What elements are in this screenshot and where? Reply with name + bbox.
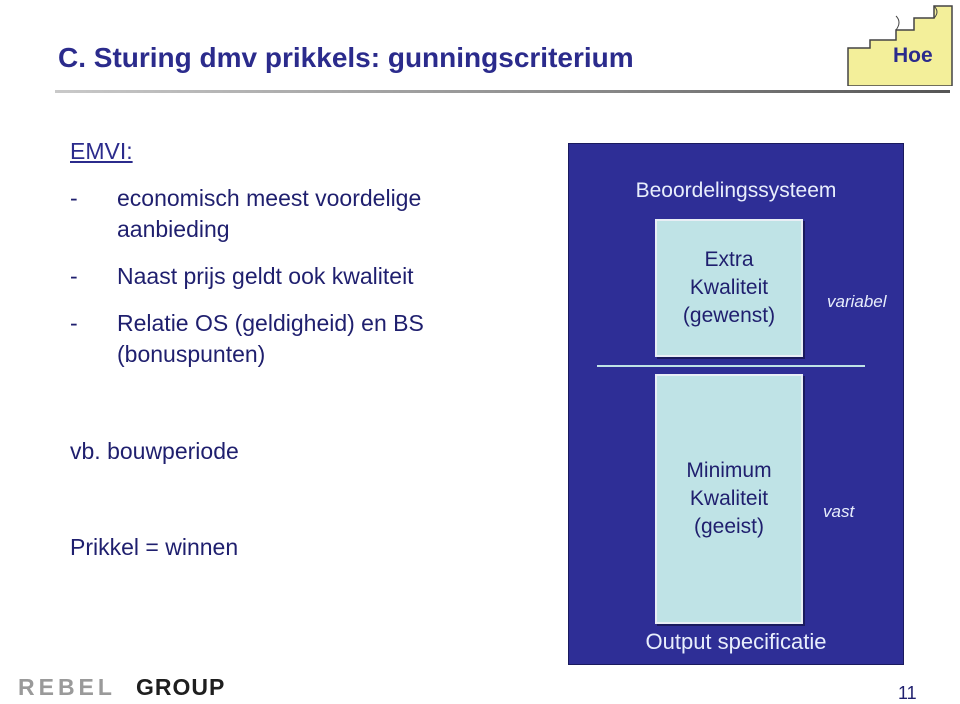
minimum-quality-box: Minimum Kwaliteit (geeist) — [655, 374, 803, 624]
bullet-item: - Naast prijs geldt ook kwaliteit — [70, 261, 510, 292]
example-text: vb. bouwperiode — [70, 438, 239, 464]
emvi-heading: EMVI: — [70, 138, 133, 164]
slide-title: C. Sturing dmv prikkels: gunningscriteri… — [58, 42, 634, 73]
svg-text:REBEL: REBEL — [18, 675, 116, 700]
bullet-item: - Relatie OS (geldigheid) en BS (bonuspu… — [70, 308, 510, 370]
quality-separator — [597, 365, 865, 367]
prikkel-text: Prikkel = winnen — [70, 534, 239, 560]
bullet-item: - economisch meest voordelige aanbieding — [70, 183, 510, 245]
puzzle-tag-icon — [847, 5, 953, 86]
page-number: 11 — [898, 683, 917, 703]
assessment-panel: Beoordelingssysteem Extra Kwaliteit (gew… — [568, 143, 904, 665]
fixed-label: vast — [823, 502, 855, 521]
bullet-text: Relatie OS (geldigheid) en BS (bonuspunt… — [117, 310, 424, 367]
bullet-text: economisch meest voordelige aanbieding — [117, 185, 422, 242]
variable-label: variabel — [827, 292, 887, 311]
extra-quality-box: Extra Kwaliteit (gewenst) — [655, 219, 803, 357]
rebelgroup-logo: REBEL GROUP — [18, 675, 225, 700]
bullet-list: - economisch meest voordelige aanbieding… — [70, 183, 510, 386]
section-tag-label: Hoe — [893, 44, 933, 67]
bullet-text: Naast prijs geldt ook kwaliteit — [117, 263, 414, 289]
svg-text:GROUP: GROUP — [136, 675, 225, 700]
title-divider — [55, 90, 950, 93]
panel-title: Beoordelingssysteem — [635, 179, 837, 202]
panel-footer: Output specificatie — [645, 629, 827, 654]
